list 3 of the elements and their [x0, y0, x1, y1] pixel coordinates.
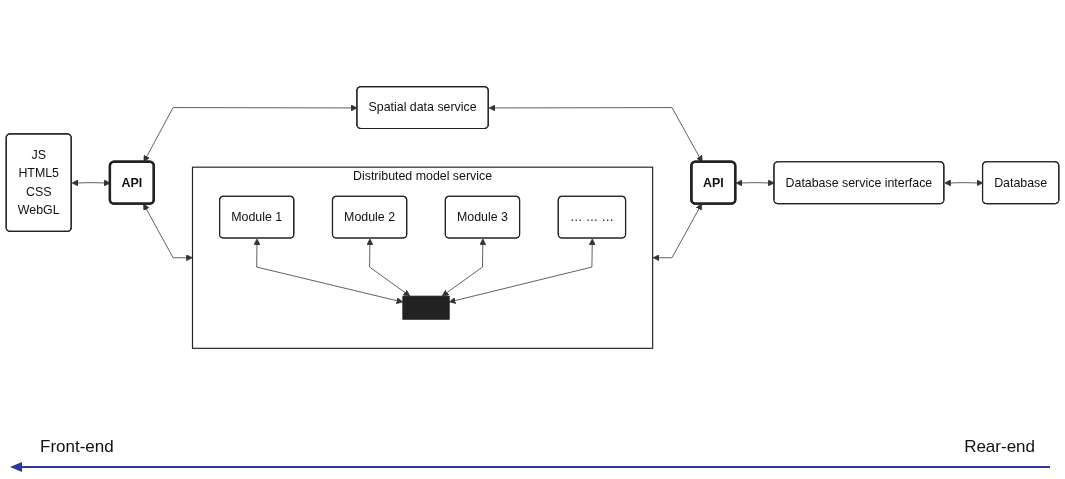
region-label: Front-end [40, 437, 114, 457]
node-bar [402, 295, 450, 320]
region-label: Rear-end [964, 437, 1035, 457]
